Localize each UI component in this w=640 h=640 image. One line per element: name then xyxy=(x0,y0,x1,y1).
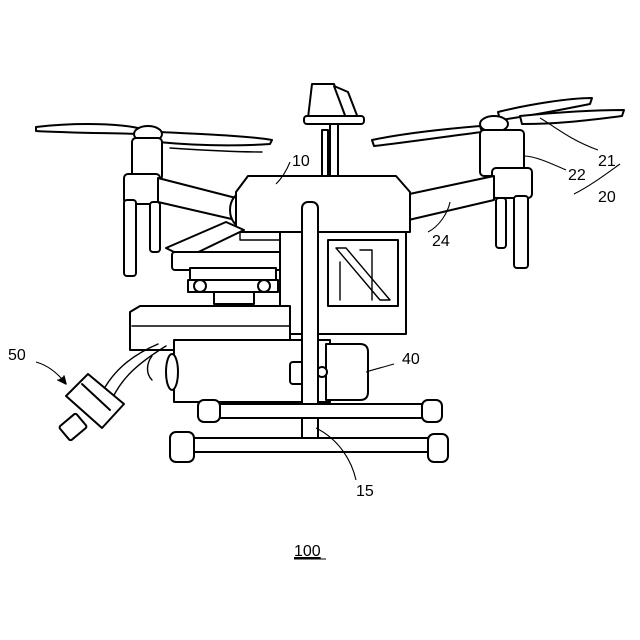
ref-landing-gear: 15 xyxy=(356,483,374,500)
ref-motor: 22 xyxy=(568,167,586,184)
ref-propeller: 21 xyxy=(598,153,616,170)
ref-frame: 10 xyxy=(292,153,310,170)
main-body xyxy=(236,176,410,240)
ref-payload: 40 xyxy=(402,351,420,368)
ref-camera-gimbal: 50 xyxy=(8,347,26,364)
electronics-box xyxy=(280,232,406,334)
ref-arm: 24 xyxy=(432,233,450,250)
antenna xyxy=(304,84,364,180)
payload-box xyxy=(166,340,368,402)
camera-gimbal xyxy=(59,344,166,441)
ref-rotor-unit: 20 xyxy=(598,189,616,206)
ref-drone: 100 xyxy=(294,543,321,560)
upper-gimbal xyxy=(166,222,282,304)
